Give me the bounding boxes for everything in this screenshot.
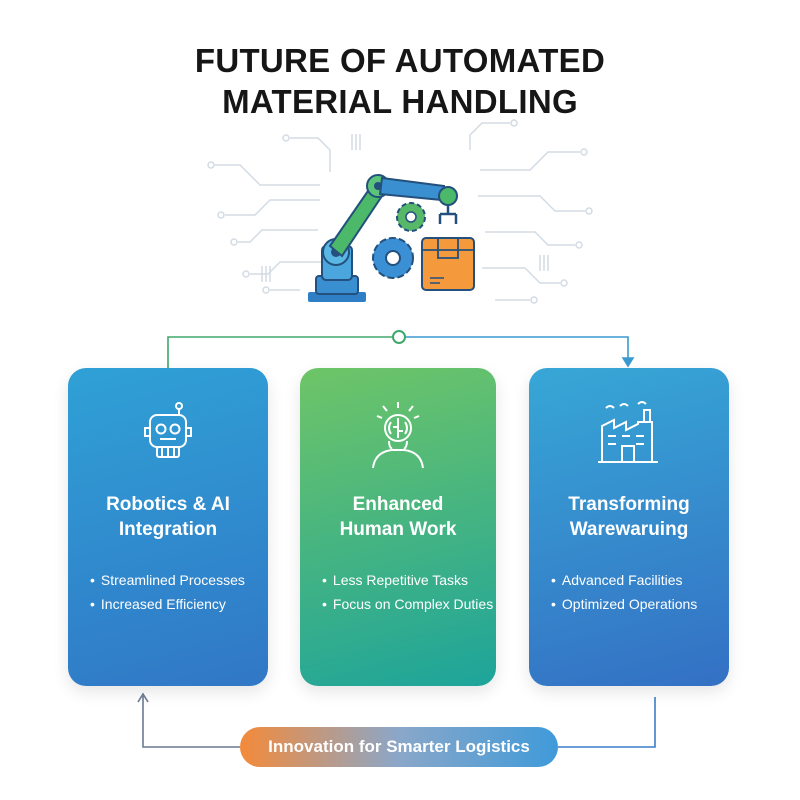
card-title-line-1: Enhanced xyxy=(352,494,444,515)
robotic-arm-with-box-icon xyxy=(308,174,475,302)
bullet-item: Increased Efficiency xyxy=(90,592,262,616)
bullet-item: Less Repetitive Tasks xyxy=(322,568,490,592)
bullet-item: Focus on Complex Duties xyxy=(322,592,493,616)
card-enhanced-human-work: Enhanced Human Work Less Repetitive Task… xyxy=(300,368,496,686)
footer-pill: Innovation for Smarter Logistics xyxy=(240,727,558,767)
card-title-line-1: Robotics & AI xyxy=(106,494,230,515)
card-title-line-2: Integration xyxy=(118,519,218,540)
bullet-item: Advanced Facilities xyxy=(551,568,723,592)
card-title-line-2: Warewaruing xyxy=(569,519,689,540)
card-transforming-warehousing: Transforming Warewaruing Advanced Facili… xyxy=(529,368,729,686)
footer-label: Innovation for Smarter Logistics xyxy=(268,737,530,756)
bullet-item: Optimized Operations xyxy=(551,592,723,616)
bullet-item: Streamlined Processes xyxy=(90,568,262,592)
page-title: FUTURE OF AUTOMATED MATERIAL HANDLING xyxy=(0,40,800,122)
card-title-line-2: Human Work xyxy=(339,519,457,540)
robot-head-icon xyxy=(144,402,192,458)
top-connector xyxy=(167,330,635,368)
bullet-list: Streamlined Processes Increased Efficien… xyxy=(90,568,262,616)
title-line-1: FUTURE OF AUTOMATED xyxy=(194,42,606,79)
factory-icon xyxy=(598,401,658,463)
bullet-list: Advanced Facilities Optimized Operations xyxy=(551,568,723,616)
bullet-list: Less Repetitive Tasks Focus on Complex D… xyxy=(322,568,493,616)
small-gear-icon xyxy=(396,202,426,232)
circuit-background xyxy=(207,119,593,304)
card-title-line-1: Transforming xyxy=(568,494,690,515)
bottom-connector xyxy=(137,692,656,748)
title-line-2: MATERIAL HANDLING xyxy=(222,83,578,120)
large-gear-icon xyxy=(372,237,414,279)
card-robotics-ai: Robotics & AI Integration Streamlined Pr… xyxy=(68,368,268,686)
human-brain-icon xyxy=(372,402,424,469)
